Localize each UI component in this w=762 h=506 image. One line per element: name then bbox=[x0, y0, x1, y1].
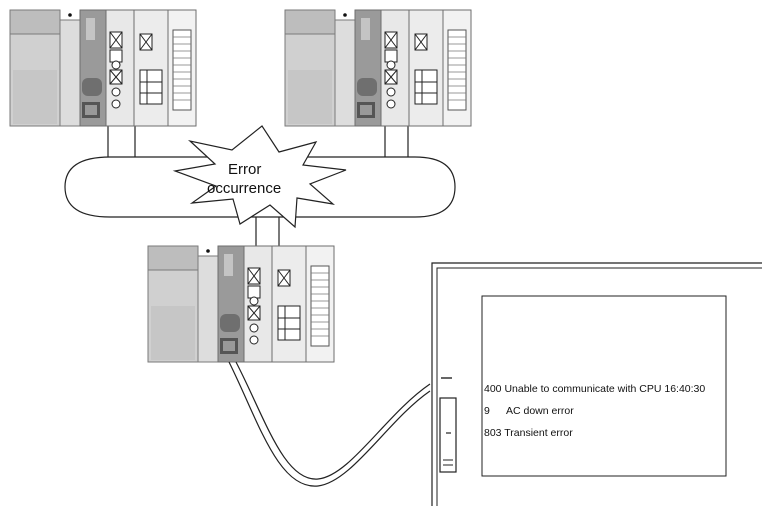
plc-station-top-right bbox=[284, 9, 472, 127]
burst-label-line1: Error bbox=[228, 161, 261, 178]
error-row-1: 400 Unable to communicate with CPU 16:40… bbox=[484, 383, 705, 395]
error-code-2: 9 bbox=[484, 405, 490, 417]
error-code-1: 400 bbox=[484, 383, 502, 395]
error-row-3: 803 Transient error bbox=[484, 427, 573, 439]
plc-station-top-left bbox=[9, 9, 197, 127]
error-time-1: 16:40:30 bbox=[664, 383, 705, 395]
error-message-2: AC down error bbox=[506, 405, 574, 417]
error-code-3: 803 bbox=[484, 427, 502, 439]
got-side-key[interactable] bbox=[439, 397, 457, 473]
plc-station-bottom bbox=[147, 245, 335, 363]
burst-label-line2: occurrence bbox=[207, 180, 281, 197]
got-cable bbox=[228, 361, 431, 487]
error-message-3: Transient error bbox=[504, 427, 573, 439]
error-row-2: 9 AC down error bbox=[484, 405, 574, 417]
network-cable bbox=[64, 156, 456, 218]
got-display-screen bbox=[481, 295, 727, 477]
error-burst bbox=[172, 125, 347, 229]
error-message-1: Unable to communicate with CPU bbox=[504, 383, 661, 395]
got-panel bbox=[431, 262, 762, 506]
